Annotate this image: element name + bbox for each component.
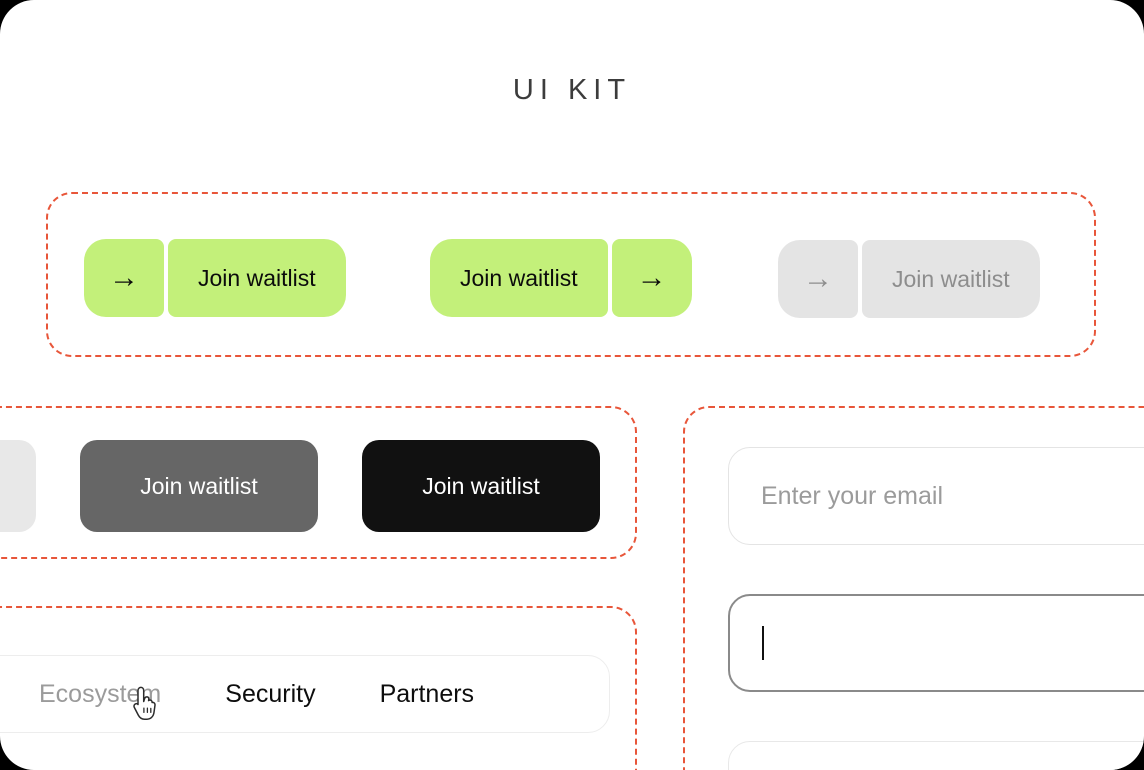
join-waitlist-button-hover[interactable]: Join waitlist [80, 440, 318, 532]
join-waitlist-button-default[interactable]: Join waitlist [362, 440, 600, 532]
page-title: UI KIT [512, 74, 632, 106]
text-caret [762, 626, 764, 660]
arrow-right-button[interactable]: → [611, 239, 692, 317]
join-waitlist-button-ghost-clipped[interactable] [0, 440, 36, 532]
join-waitlist-label-button[interactable]: Join waitlist [430, 239, 608, 317]
email-input-idle[interactable]: Enter your email [728, 447, 1144, 545]
tab-security[interactable]: Security [225, 679, 316, 708]
join-waitlist-label-button[interactable]: Join waitlist [168, 239, 346, 317]
join-waitlist-button-arrow-leading[interactable]: → Join waitlist [84, 239, 346, 317]
join-waitlist-button-disabled: → Join waitlist [778, 240, 1040, 318]
arrow-right-button-disabled: → [778, 240, 858, 318]
tab-ecosystem[interactable]: Ecosystem [39, 679, 162, 708]
arrow-right-icon: → [636, 261, 667, 294]
arrow-right-button[interactable]: → [84, 239, 164, 317]
join-waitlist-button-arrow-trailing[interactable]: Join waitlist → [430, 239, 692, 317]
tab-bar: Ecosystem Security Partners [0, 655, 610, 733]
join-waitlist-label-button-disabled: Join waitlist [862, 240, 1040, 318]
arrow-right-icon: → [109, 261, 139, 294]
email-input-focused[interactable] [728, 594, 1144, 692]
email-input-third[interactable] [728, 741, 1144, 770]
arrow-right-icon: → [803, 262, 833, 295]
tab-partners[interactable]: Partners [379, 679, 475, 708]
